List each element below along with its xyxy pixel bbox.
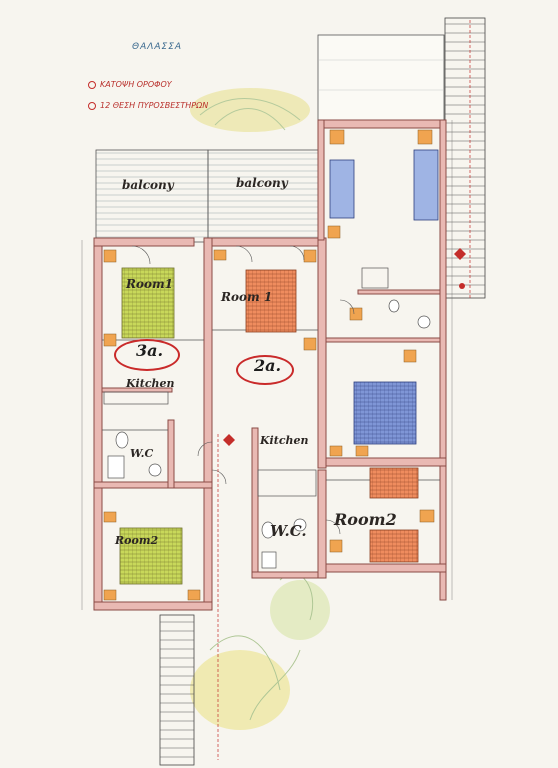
balcony-right-area [207,149,319,243]
landscape-sketch-bottom [190,573,330,730]
legend-marker-icon [88,101,96,110]
label-room2-3a: Room2 [115,534,159,547]
sofa-left [329,159,355,219]
unit-3a-label: 3a. [136,341,164,360]
legend-text: ΚΑΤΟΨΗ ΟΡΟΦΟΥ [100,80,172,89]
unit-2a-label: 2a. [254,356,282,375]
landscape-sketch-top [190,88,310,132]
label-room2-right: Room2 [334,510,397,529]
top-staircase [444,17,486,299]
sofa-right [413,149,439,221]
label-room1-3a: Room1 [126,277,174,291]
label-room1-2a: Room 1 [221,290,273,304]
legend-item-floor-plan: ΚΑΤΟΨΗ ΟΡΟΦΟΥ [88,80,172,89]
legend-item-extinguishers: 12 ΘΕΣΗ ΠΥΡΟΣΒΕΣΤΗΡΩΝ [88,101,208,110]
label-balcony-left: balcony [122,178,174,192]
balcony-left-area [95,149,209,243]
bottom-staircase [159,614,195,766]
walls [93,119,447,611]
unit-3a-circle [114,339,180,371]
legend-text: 12 ΘΕΣΗ ΠΥΡΟΣΒΕΣΤΗΡΩΝ [100,101,209,110]
legend-marker-icon [88,80,96,89]
top-terrace [317,34,445,126]
label-wc-3a: W.C [130,447,154,460]
sea-label: ΘΑΛΑΣΣΑ [132,42,183,52]
label-kitchen-2a: Kitchen [260,434,309,447]
label-balcony-right: balcony [236,176,288,190]
label-kitchen-3a: Kitchen [126,377,175,390]
label-wc-2a: W.C. [270,522,307,540]
unit-2a-circle [236,355,294,385]
